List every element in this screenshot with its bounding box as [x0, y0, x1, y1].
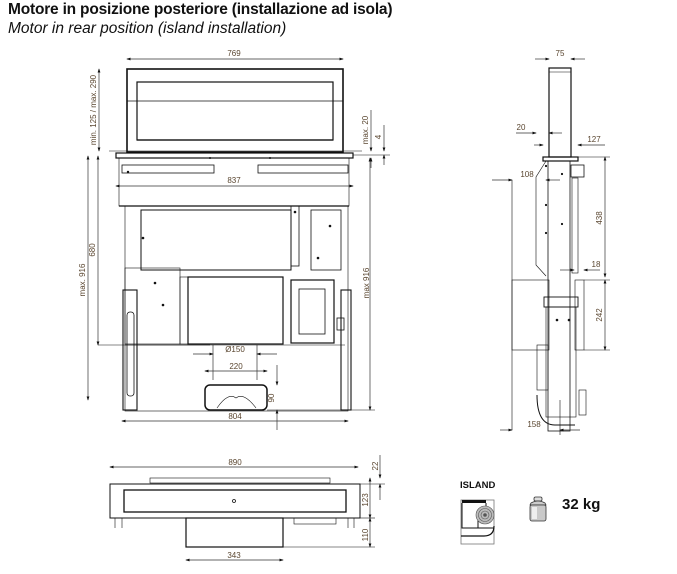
dim-90: 90 — [267, 393, 276, 402]
title-english: Motor in rear position (island installat… — [8, 20, 287, 37]
dim-110: 110 — [361, 528, 370, 541]
dim-158: 158 — [527, 420, 541, 429]
dim-18: 18 — [592, 260, 601, 269]
dim-22: 22 — [371, 461, 380, 470]
dim-4: 4 — [374, 134, 383, 139]
dim-837: 837 — [227, 176, 241, 185]
dim-max-20: max. 20 — [361, 115, 370, 144]
dim-890: 890 — [228, 458, 242, 467]
dim-20: 20 — [517, 123, 526, 132]
dim-75: 75 — [556, 49, 565, 58]
dim-220: 220 — [229, 362, 243, 371]
dim-diameter-150: Ø150 — [225, 345, 245, 354]
dim-438: 438 — [595, 211, 604, 225]
dim-108: 108 — [520, 170, 534, 179]
installation-type-label: ISLAND — [460, 480, 496, 491]
dim-680: 680 — [88, 243, 97, 257]
weight-icon — [529, 496, 547, 522]
dim-max-916-left: max. 916 — [78, 263, 87, 296]
title-italian: Motore in posizione posteriore (installa… — [8, 1, 393, 18]
front-view: 769 min. 125 / max. 290 max. 20 4 837 ma… — [78, 49, 390, 430]
dim-123: 123 — [361, 493, 370, 507]
dim-max-916-right: max 916 — [362, 267, 371, 298]
dim-804: 804 — [228, 412, 242, 421]
dim-127: 127 — [587, 135, 601, 144]
island-hob-icon — [460, 499, 495, 545]
dim-769: 769 — [227, 49, 241, 58]
weight-value: 32 kg — [562, 496, 601, 513]
dim-chimney-height: min. 125 / max. 290 — [89, 74, 98, 145]
side-view: 75 20 127 108 438 18 242 158 — [492, 49, 610, 435]
dim-343: 343 — [227, 551, 241, 560]
plan-view: 890 22 123 110 343 — [109, 455, 385, 562]
dim-242: 242 — [595, 308, 604, 322]
